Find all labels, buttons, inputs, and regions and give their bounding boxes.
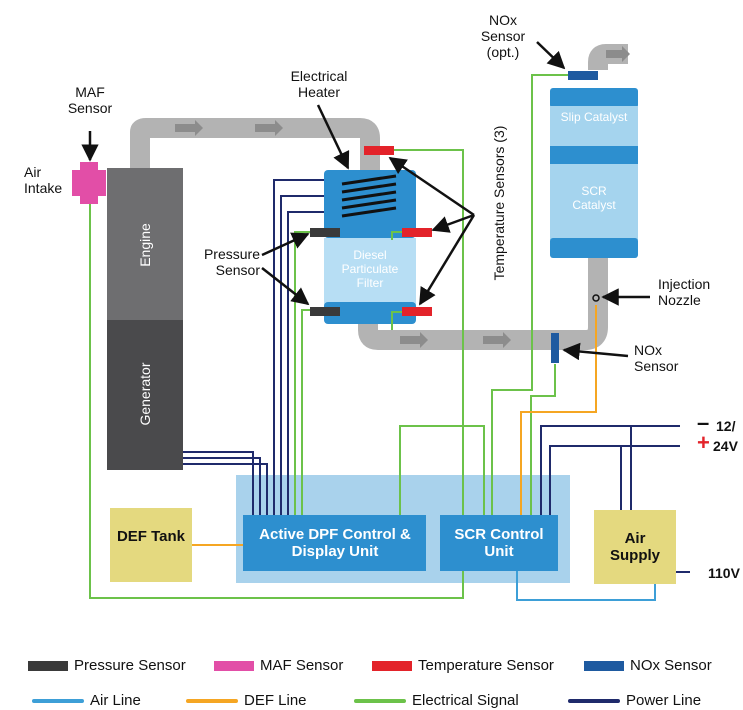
legend-item-maf-sensor: MAF Sensor — [214, 657, 343, 674]
power-lines — [183, 179, 690, 573]
pipe-flow-arrows — [175, 46, 630, 348]
scr-catalyst-section — [550, 164, 638, 240]
legend-label-air: Air Line — [90, 692, 141, 709]
legend-item-power-line: Power Line — [568, 692, 701, 709]
legend-line-air — [32, 698, 84, 703]
power-12-label: 12/ — [716, 418, 736, 434]
air-lines — [516, 571, 656, 601]
pressure-sensor-lower — [310, 307, 340, 316]
def-tank-label: DEF Tank — [116, 528, 186, 545]
generator-label: Generator — [137, 362, 153, 426]
temperature-sensors-label: Temperature Sensors (3) — [491, 125, 507, 281]
electrical-heater-label: Electrical Heater — [290, 68, 348, 100]
power-110-label: 110V — [708, 565, 740, 581]
injection-nozzle-label: Injection Nozzle — [658, 276, 711, 308]
active-dpf-label: Active DPF Control & Display Unit — [259, 526, 411, 560]
legend-item-nox-sensor: NOx Sensor — [584, 657, 712, 674]
electrical-heater-coil — [341, 174, 397, 218]
nox-sensor-label: NOx Sensor — [634, 342, 679, 374]
generator-block — [107, 320, 183, 470]
legend-line-def — [186, 698, 238, 703]
engine-label: Engine — [137, 223, 153, 267]
electrical-signal-lines — [89, 74, 568, 599]
pressure-sensor-upper — [310, 228, 340, 237]
exhaust-pipe — [130, 44, 628, 350]
legend-label-nox: NOx Sensor — [630, 657, 712, 674]
active-dpf-box — [243, 515, 426, 571]
legend-label-power: Power Line — [626, 692, 702, 709]
slip-catalyst-section — [550, 106, 638, 146]
nox-sensor-top — [568, 71, 598, 80]
power-minus-sign: – — [697, 410, 710, 435]
scr-control-box — [440, 515, 558, 571]
legend-label-maf: MAF Sensor — [260, 657, 344, 674]
legend-swatch-temperature — [372, 660, 412, 671]
legend-swatch-maf — [214, 660, 254, 671]
legend-label-pressure: Pressure Sensor — [74, 657, 186, 674]
nox-sensor-lower — [551, 333, 559, 363]
catalyst-top-cap — [550, 88, 638, 108]
pressure-sensor-label: Pressure Sensor — [203, 246, 260, 278]
callout-arrows — [81, 41, 650, 361]
injection-nozzle-dot — [592, 294, 600, 302]
def-lines — [192, 305, 597, 546]
legend-item-def-line: DEF Line — [186, 692, 307, 709]
catalyst-bottom-cap — [550, 238, 638, 258]
power-plus-sign: + — [697, 430, 710, 455]
air-supply-label: Air Supply — [609, 530, 660, 564]
legend-label-def: DEF Line — [244, 692, 307, 709]
catalyst-divider — [550, 146, 638, 164]
temperature-sensor-bottom — [402, 307, 432, 316]
power-24-label: 24V — [713, 438, 738, 454]
dpf-body — [324, 238, 416, 308]
legend-swatch-nox — [584, 660, 624, 671]
engine-block — [107, 168, 183, 320]
maf-sensor-core — [80, 162, 98, 204]
air-intake-label: Air Intake — [24, 164, 63, 196]
legend-swatch-pressure — [28, 660, 68, 671]
temperature-sensor-mid — [402, 228, 432, 237]
legend-item-pressure-sensor: Pressure Sensor — [28, 657, 186, 674]
scr-control-label: SCR Control Unit — [454, 526, 544, 560]
legend-line-power — [568, 698, 620, 703]
def-tank-box — [110, 508, 192, 582]
legend-label-electrical: Electrical Signal — [412, 692, 519, 709]
dpf-label: Diesel Particulate Filter — [341, 248, 399, 290]
legend-item-air-line: Air Line — [32, 692, 141, 709]
temperature-sensor-top — [364, 146, 394, 155]
scr-catalyst-label: SCR Catalyst — [572, 184, 616, 212]
legend-item-temperature-sensor: Temperature Sensor — [372, 657, 554, 674]
air-supply-box — [594, 510, 676, 584]
legend-label-temperature: Temperature Sensor — [418, 657, 554, 674]
slip-catalyst-label: Slip Catalyst — [560, 110, 628, 124]
maf-sensor-label: MAF Sensor — [67, 84, 113, 116]
legend-item-electrical-signal: Electrical Signal — [354, 692, 519, 709]
nox-sensor-opt-label: NOx Sensor (opt.) — [480, 12, 526, 60]
legend-line-electrical — [354, 698, 406, 703]
